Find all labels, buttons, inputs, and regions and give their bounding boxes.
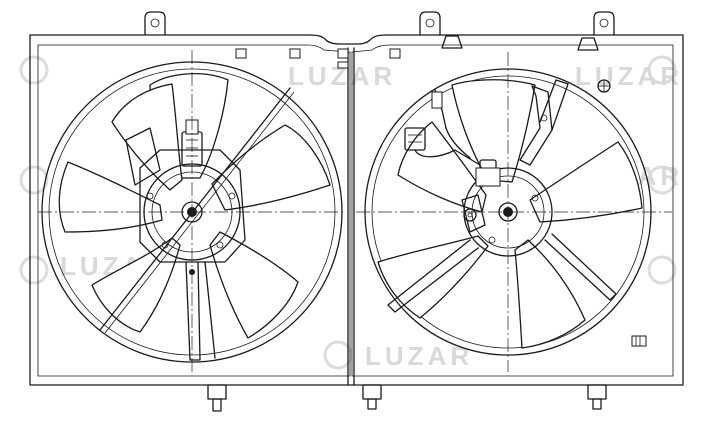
right-fan bbox=[356, 52, 672, 372]
top-mounting-tabs bbox=[144, 11, 615, 51]
left-fan-struts bbox=[99, 87, 295, 361]
right-fan-blades bbox=[377, 79, 643, 349]
watermark-layer: LUZAR LUZAR LUZAR LUZAR LUZAR bbox=[19, 55, 683, 371]
top-clips bbox=[235, 48, 401, 69]
right-fan-centerlines bbox=[356, 52, 672, 372]
left-fan bbox=[38, 50, 346, 372]
left-fan-centerlines bbox=[38, 50, 346, 372]
watermark-logo-icon bbox=[19, 55, 677, 370]
watermark-text: LUZAR bbox=[365, 341, 473, 371]
watermark-text: LUZAR bbox=[575, 61, 683, 91]
right-fan-struts bbox=[387, 79, 617, 313]
shroud-frame bbox=[29, 34, 684, 386]
left-fan-blades bbox=[58, 73, 331, 339]
bottom-mounting-pins bbox=[207, 384, 607, 412]
connector-fitting bbox=[597, 79, 647, 347]
